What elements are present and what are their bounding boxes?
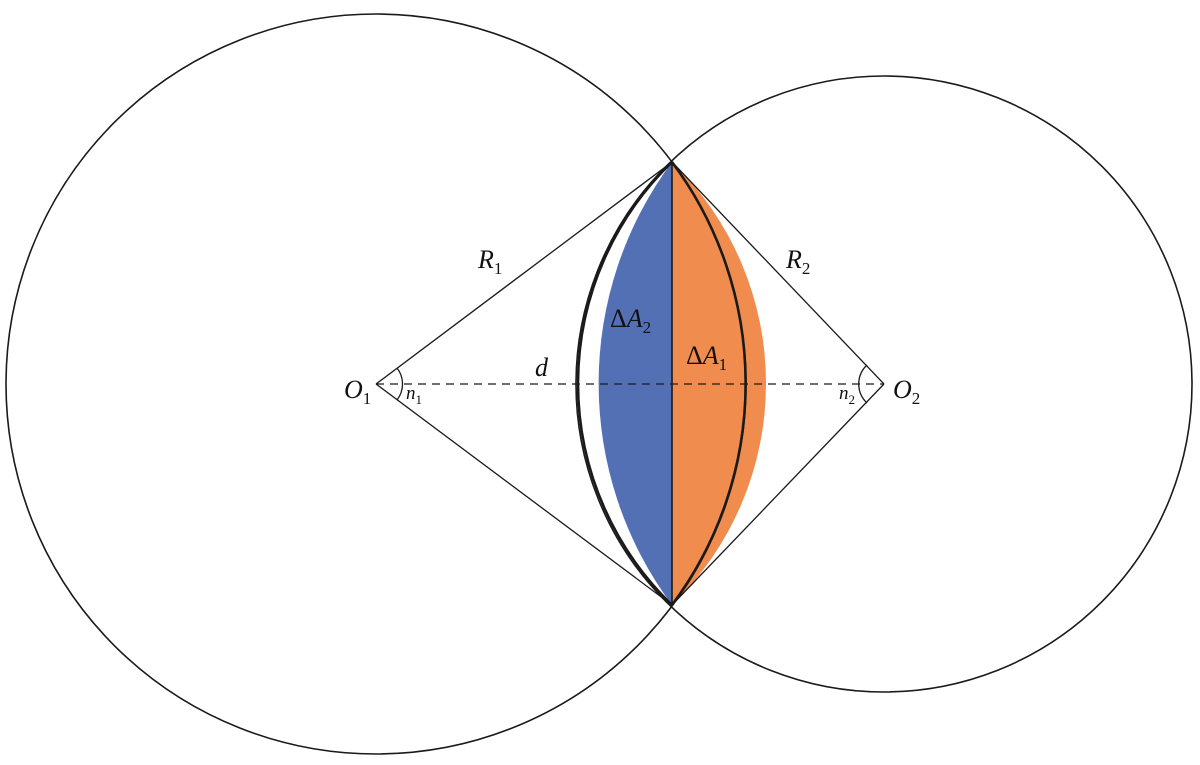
angle-arc-n2 — [858, 364, 868, 404]
label-o2: O2 — [893, 375, 920, 408]
label-delta-a2: ΔA2 — [610, 304, 651, 337]
label-d: d — [535, 353, 549, 382]
label-r2: R2 — [785, 245, 810, 278]
label-n2: n2 — [839, 383, 855, 407]
radius-r2-upper — [671, 161, 885, 385]
label-n1: n1 — [406, 383, 422, 407]
label-o1: O1 — [344, 375, 371, 408]
angle-arc-n1 — [396, 367, 404, 401]
label-r1: R1 — [477, 245, 502, 278]
radius-r1-upper — [375, 161, 673, 385]
radius-r1-lower — [375, 383, 673, 606]
radius-r2-lower — [671, 383, 885, 606]
label-delta-a1: ΔA1 — [686, 341, 727, 374]
